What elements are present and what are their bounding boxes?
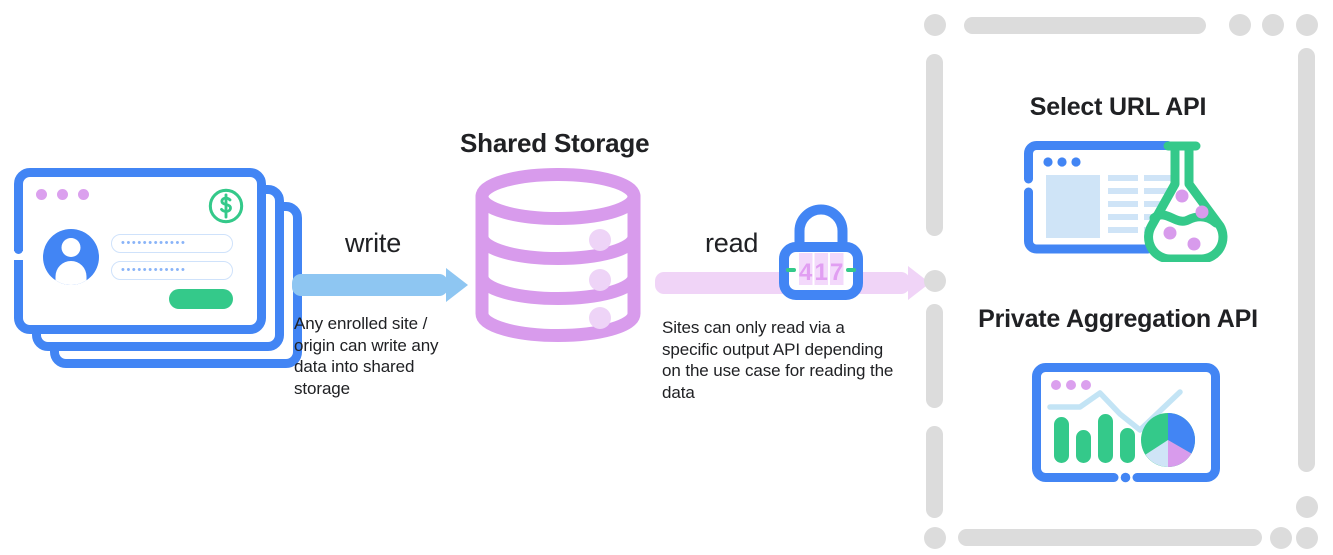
browser-with-flask-icon <box>1024 141 1228 262</box>
panel-border-bar-top <box>964 17 1206 34</box>
submit-button[interactable] <box>169 289 233 309</box>
panel-border-dot-r1 <box>1296 496 1318 518</box>
svg-text:4: 4 <box>799 259 813 286</box>
shared-storage-cylinder-icon <box>472 166 644 344</box>
avatar-body <box>55 261 87 285</box>
lock-combination-digits: 4 1 7 <box>799 253 844 286</box>
browser-with-charts-icon <box>1032 363 1220 483</box>
write-label: write <box>345 228 402 258</box>
panel-border-dot-tl <box>924 14 946 36</box>
browser-window-front: •••••••••••• •••••••••••• <box>14 168 266 334</box>
write-arrow <box>292 268 468 302</box>
output-apis-panel: Select URL API <box>918 8 1318 549</box>
api-title-select-url: Select URL API <box>1029 93 1207 121</box>
svg-text:7: 7 <box>830 259 843 286</box>
pie-chart <box>1141 413 1196 467</box>
window-traffic-lights <box>36 189 89 200</box>
read-caption: Sites can only read via a specific outpu… <box>662 318 894 402</box>
window-dot-3-icon <box>78 189 89 200</box>
panel-border-bar-left-3 <box>926 426 943 518</box>
read-label: read <box>705 228 759 258</box>
panel-border-dot-t2 <box>1262 14 1284 36</box>
panel-border-bar-left-2 <box>926 304 943 408</box>
panel-border-bar-right <box>1298 48 1315 472</box>
panel-border-dot-tr <box>1296 14 1318 36</box>
password-field[interactable]: •••••••••••• <box>111 261 233 280</box>
dollar-coin-icon <box>208 188 244 224</box>
panel-border-bar-left-1 <box>926 54 943 236</box>
window-border-gap <box>14 251 23 260</box>
panel-border-bar-bottom <box>958 529 1262 546</box>
svg-text:1: 1 <box>815 259 828 286</box>
panel-border-dot-br <box>1296 527 1318 549</box>
lock-icon: 4 1 7 <box>779 203 863 300</box>
avatar-head <box>61 238 81 257</box>
panel-border-dot-bl <box>924 527 946 549</box>
window-dot-2-icon <box>57 189 68 200</box>
shared-storage-title: Shared Storage <box>460 128 650 158</box>
source-sites-illustration: •••••••••••• •••••••••••• <box>14 168 304 368</box>
panel-border-dot-t1 <box>1229 14 1251 36</box>
panel-border-dot-b1 <box>1270 527 1292 549</box>
api-title-private-aggregation: Private Aggregation API <box>978 305 1258 333</box>
window-border-dot <box>14 245 23 254</box>
window-dot-1-icon <box>36 189 47 200</box>
user-avatar-icon <box>43 229 99 285</box>
write-caption: Any enrolled site / origin can write any… <box>294 314 439 398</box>
username-field[interactable]: •••••••••••• <box>111 234 233 253</box>
panel-border-dot-l1 <box>924 270 946 292</box>
